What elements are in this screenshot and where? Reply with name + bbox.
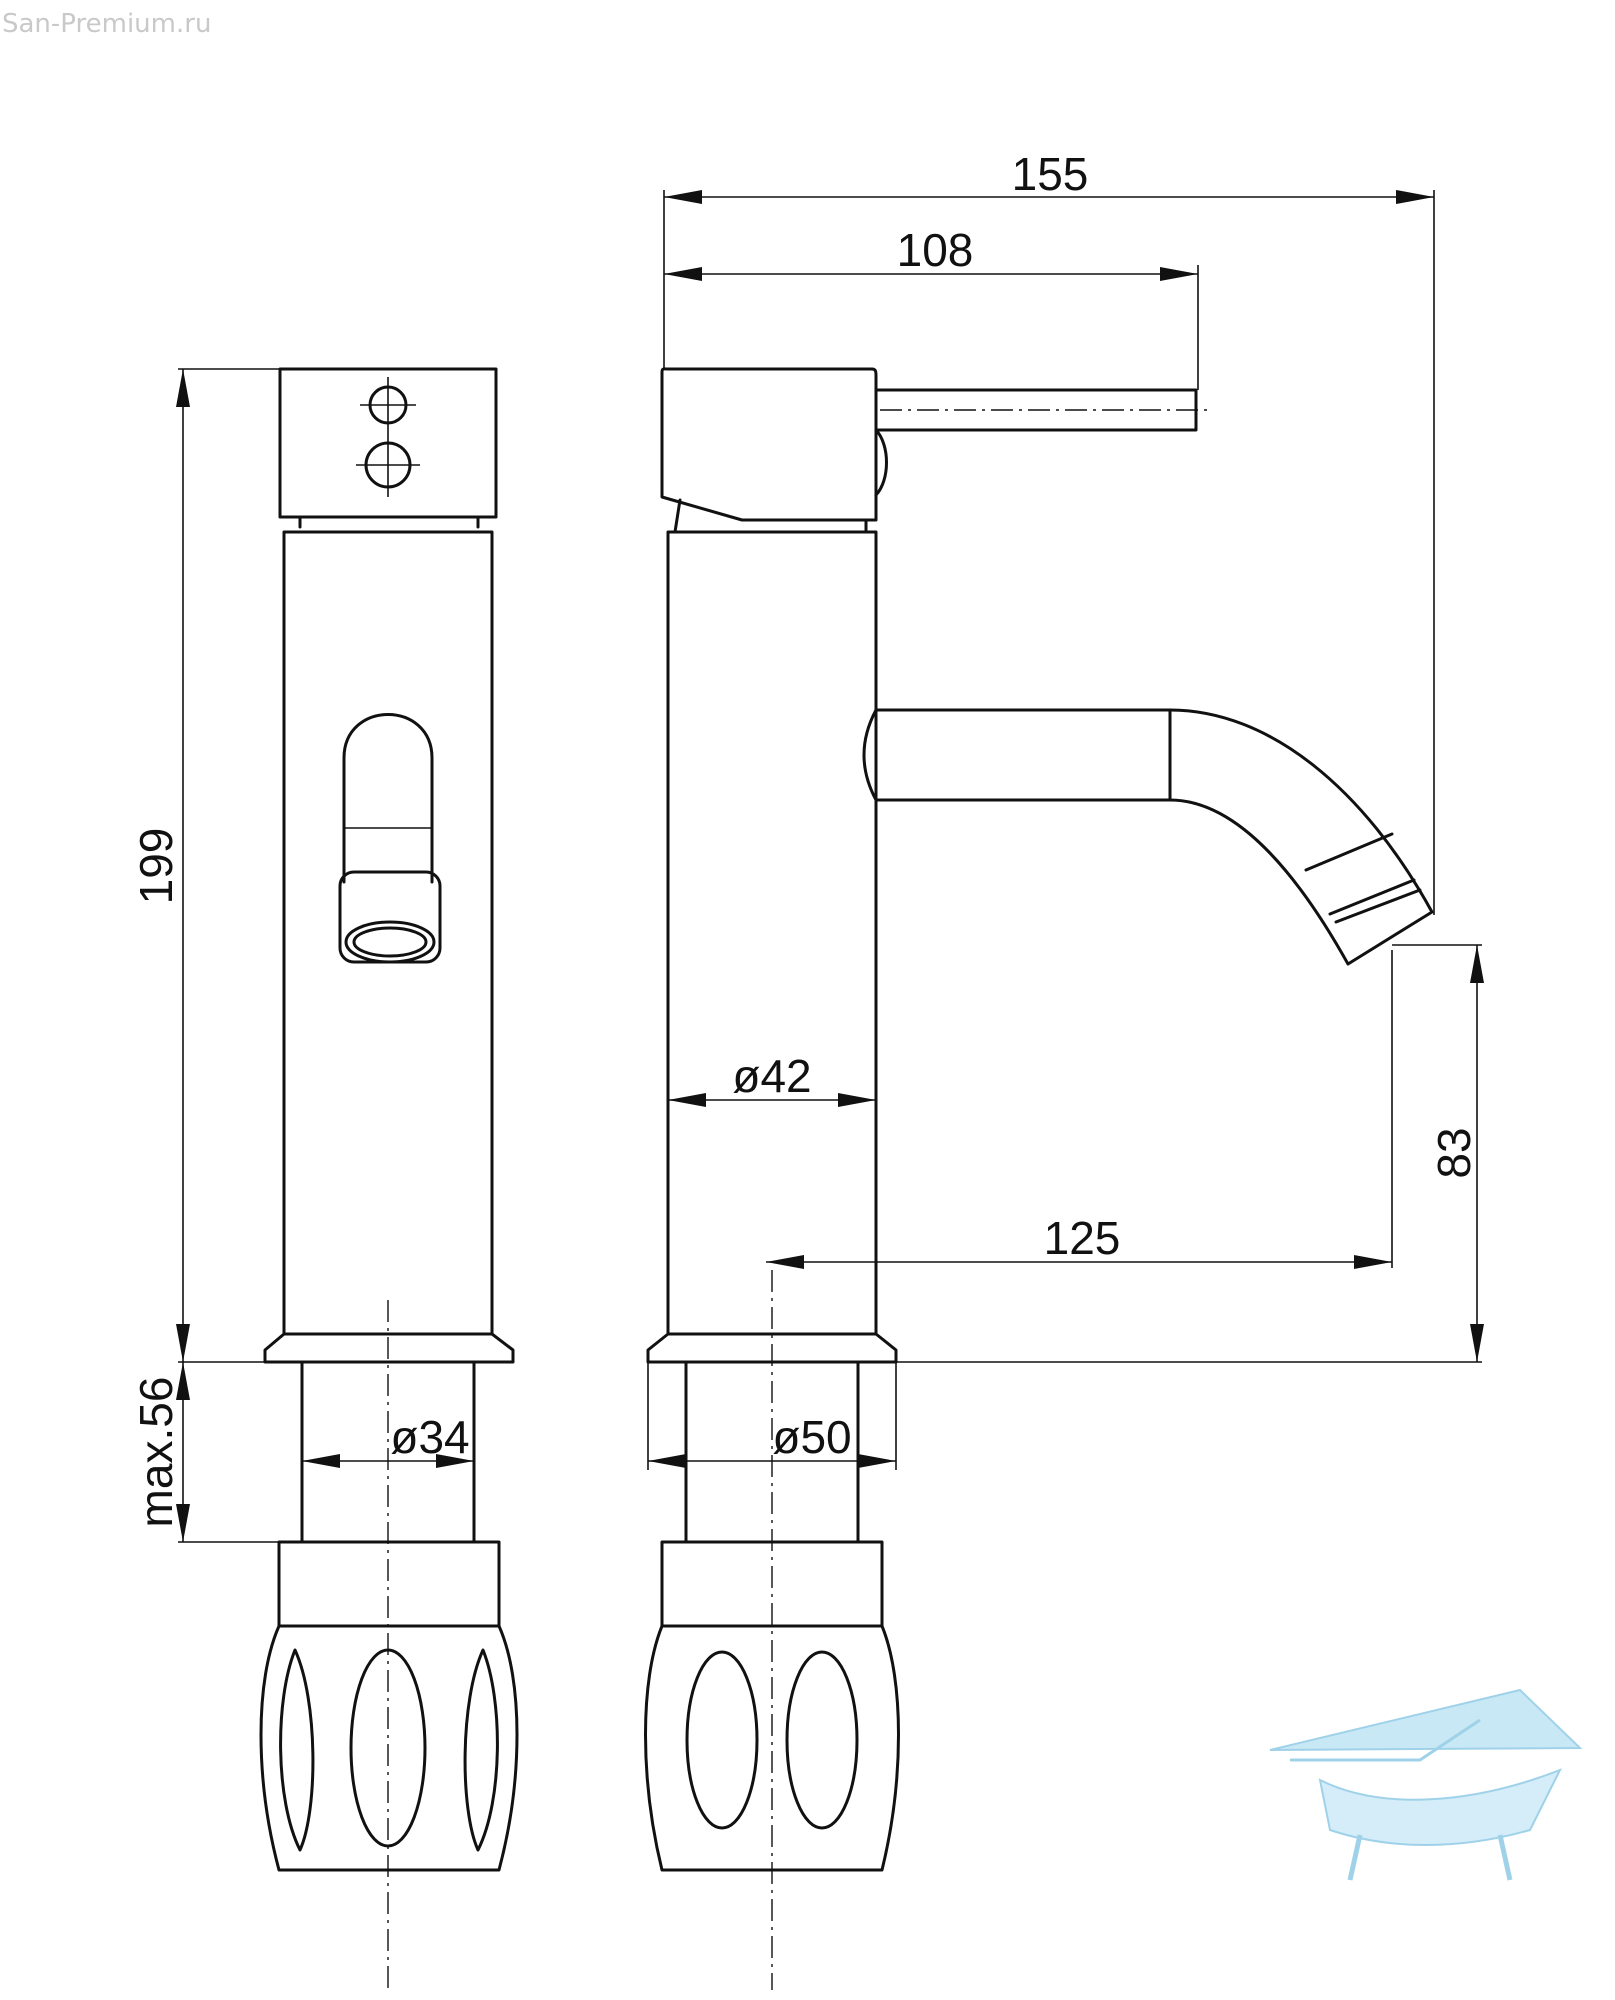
front-body	[282, 530, 494, 1336]
dimension-lines	[176, 190, 1484, 1543]
front-nut	[259, 1624, 519, 1872]
watermark-site-text: San-Premium.ru	[2, 9, 211, 39]
dim-body-diameter: ø42	[732, 1050, 811, 1102]
dim-spout-reach: 125	[1044, 1212, 1121, 1264]
dim-overall-length: 155	[1012, 148, 1089, 200]
side-nut	[644, 1624, 900, 1872]
front-view	[259, 367, 519, 1990]
dim-spout-height: 83	[1428, 1127, 1480, 1178]
side-spout	[874, 708, 1434, 966]
dim-base-diameter: ø50	[772, 1411, 851, 1463]
dim-shank-diameter: ø34	[390, 1411, 469, 1463]
side-body	[666, 530, 878, 1336]
dim-max-mount-thickness: max.56	[130, 1377, 182, 1528]
side-nut-top	[660, 1540, 884, 1628]
front-base-flange	[263, 1332, 515, 1364]
front-handle-cap	[278, 367, 498, 519]
bathtub-logo-icon	[1269, 1688, 1583, 1881]
side-view	[644, 367, 1434, 1990]
dim-total-height: 199	[130, 828, 182, 905]
front-spout	[342, 713, 434, 884]
side-handle-cap	[660, 367, 878, 522]
dim-handle-reach: 108	[897, 224, 974, 276]
front-nut-top	[277, 1540, 501, 1628]
